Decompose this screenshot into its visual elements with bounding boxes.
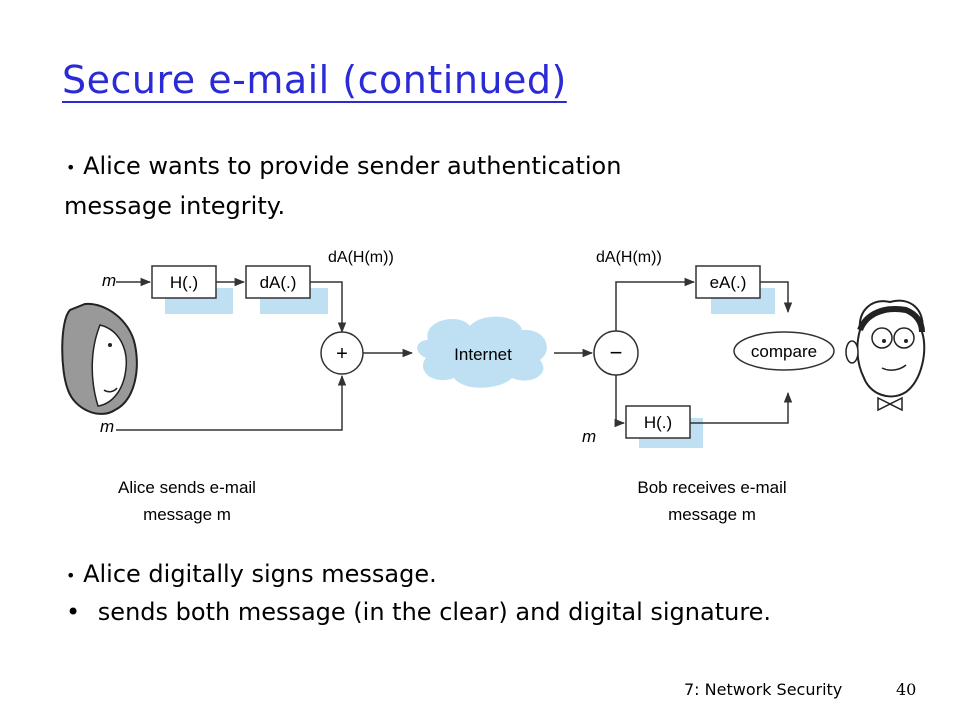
alice-bottom-label: m [100, 417, 114, 436]
plus-symbol: + [336, 343, 348, 365]
bob-verify-label: eA(.) [710, 273, 747, 292]
compare-label: compare [751, 342, 817, 361]
secure-email-diagram: H(.) dA(.) m dA(H(m)) + m Internet − dA(… [61, 249, 926, 524]
alice-signature-label: dA(H(m)) [328, 249, 394, 266]
bullet-1-marker: • [66, 565, 76, 585]
alice-input-label: m [102, 271, 116, 290]
bullet-2-marker: • [66, 598, 81, 626]
bob-bottom-label: m [582, 427, 596, 446]
intro-line-1: • Alice wants to provide sender authenti… [66, 152, 621, 180]
bob-hash-box [625, 405, 691, 439]
bob-verify-box [695, 265, 761, 299]
bob-hash-label: H(.) [644, 413, 672, 432]
bob-caption-line1: Bob receives e-mail [637, 478, 786, 497]
footer-section-label: 7: Network Security [684, 680, 843, 699]
bullet-2-text: sends both message (in the clear) and di… [97, 598, 772, 626]
intro-text-1: Alice wants to provide sender authentica… [83, 152, 622, 180]
alice-face-icon [61, 302, 138, 415]
intro-line-2: message integrity. [64, 192, 286, 220]
internet-cloud: Internet [417, 316, 547, 388]
bob-signature-label: dA(H(m)) [596, 249, 662, 266]
bullet-1: • Alice digitally signs message. [66, 560, 437, 588]
bob-face-icon [845, 299, 926, 412]
alice-caption-line1: Alice sends e-mail [118, 478, 256, 497]
alice-hash-label: H(.) [170, 273, 198, 292]
page-number: 40 [896, 680, 917, 699]
slide-title: Secure e-mail (continued) [62, 58, 567, 102]
internet-label: Internet [454, 345, 512, 364]
alice-hash-box [151, 265, 217, 299]
alice-sign-label: dA(.) [260, 273, 297, 292]
bullet-2: • sends both message (in the clear) and … [66, 598, 771, 626]
alice-caption-line2: message m [143, 505, 231, 524]
bullet-1-text: Alice digitally signs message. [83, 560, 437, 588]
bullet-marker: • [66, 157, 76, 177]
bob-caption-line2: message m [668, 505, 756, 524]
minus-symbol: − [610, 340, 623, 365]
compare-node [733, 331, 835, 371]
